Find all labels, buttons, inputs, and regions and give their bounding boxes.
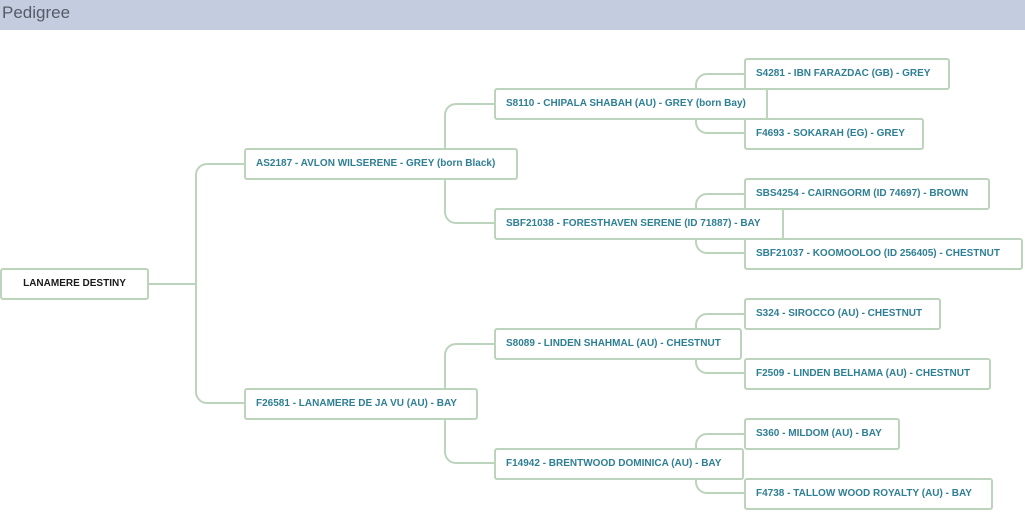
sire-sire[interactable]: S8110 - CHIPALA SHABAH (AU) - GREY (born… [494,88,768,120]
dam-dam-sire[interactable]: S360 - MILDOM (AU) - BAY [744,418,900,450]
sire-dam-sire[interactable]: SBS4254 - CAIRNGORM (ID 74697) - BROWN [744,178,990,210]
sire[interactable]: AS2187 - AVLON WILSERENE - GREY (born Bl… [244,148,518,180]
connector-dam-dam-to-dds [695,433,747,449]
sire-dam[interactable]: SBF21038 - FORESTHAVEN SERENE (ID 71887)… [494,208,784,240]
connector-sire-to-sire-sire [444,103,496,163]
dam-dam-dam[interactable]: F4738 - TALLOW WOOD ROYALTY (AU) - BAY [744,478,993,510]
connector-dam-to-dam-sire [444,343,496,389]
subject-horse[interactable]: LANAMERE DESTINY [0,268,149,300]
dam-sire[interactable]: S8089 - LINDEN SHAHMAL (AU) - CHESTNUT [494,328,742,360]
connector-sire-dam-to-sdd [695,238,747,254]
connector-sire-to-sire-dam [444,178,496,224]
dam-sire-dam[interactable]: F2509 - LINDEN BELHAMA (AU) - CHESTNUT [744,358,991,390]
sire-sire-dam[interactable]: F4693 - SOKARAH (EG) - GREY [744,118,924,150]
dam-dam[interactable]: F14942 - BRENTWOOD DOMINICA (AU) - BAY [494,448,744,480]
header-bar: Pedigree [0,0,1025,30]
dam[interactable]: F26581 - LANAMERE DE JA VU (AU) - BAY [244,388,478,420]
connector-subject-to-dam [195,283,247,404]
connector-sire-sire-to-ssd [695,118,747,134]
sire-dam-dam[interactable]: SBF21037 - KOOMOOLOO (ID 256405) - CHEST… [744,238,1023,270]
page-title: Pedigree [2,3,71,22]
connector-dam-sire-to-dss [695,313,747,329]
connector-sire-sire-to-sss [695,73,747,89]
sire-sire-sire[interactable]: S4281 - IBN FARAZDAC (GB) - GREY [744,58,950,90]
dam-sire-sire[interactable]: S324 - SIROCCO (AU) - CHESTNUT [744,298,941,330]
connector-subject-to-sire [195,163,247,285]
connector-dam-sire-to-dsd [695,358,747,374]
connector-dam-dam-to-ddd [695,478,747,494]
connector-sire-dam-to-sds [695,193,747,209]
connector-dam-to-dam-dam [444,418,496,464]
connector-subject-stub [147,283,197,285]
